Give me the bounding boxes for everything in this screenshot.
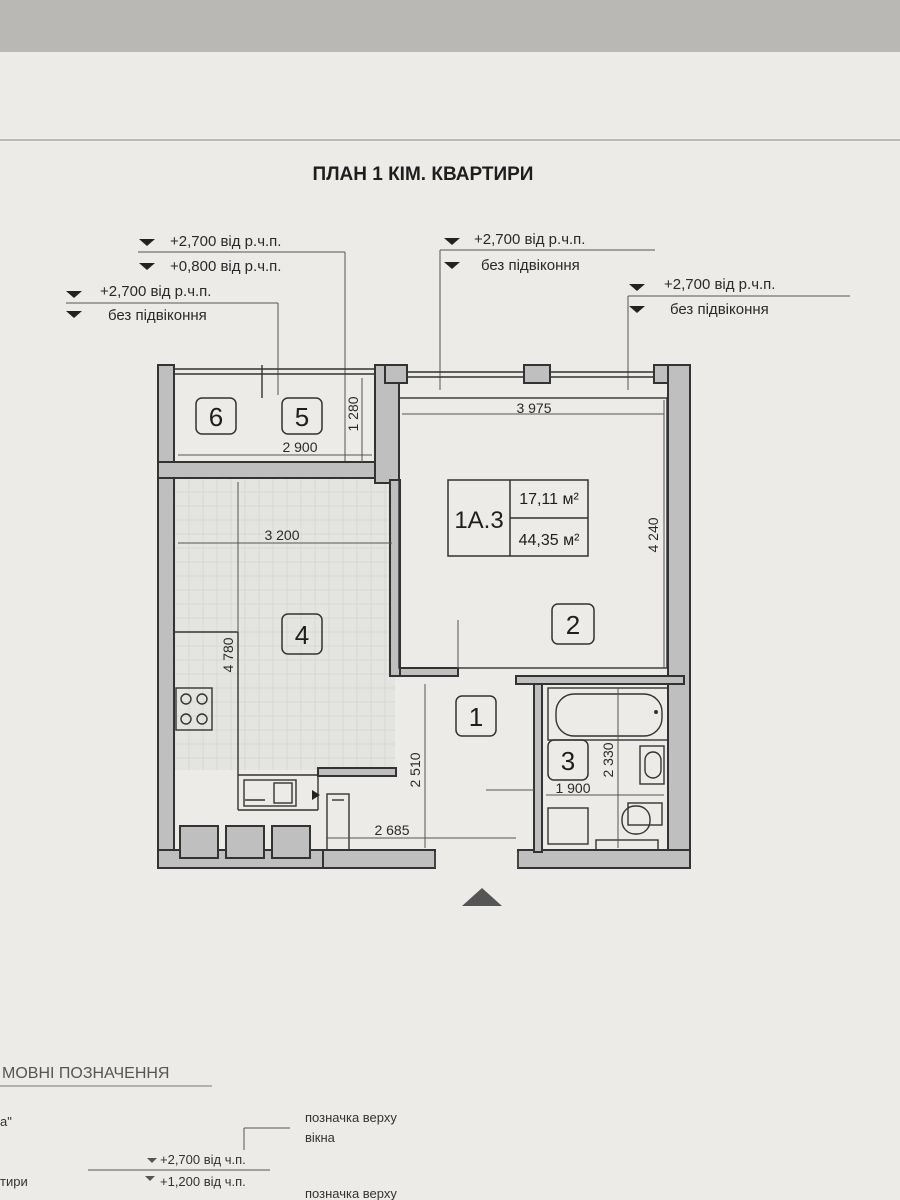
svg-text:1: 1 <box>469 702 483 732</box>
room-badge-1: 1 <box>455 695 497 737</box>
legend-heading: МОВНІ ПОЗНАЧЕННЯ <box>2 1065 169 1082</box>
windows <box>174 365 654 398</box>
annotation-balcony-window: +2,700 від р.ч.п. +0,800 від р.ч.п. <box>138 233 346 500</box>
apartment-code: 1А.3 <box>454 507 503 534</box>
annotation-3-bottom: без підвіконня <box>481 257 580 274</box>
plan-title: ПЛАН 1 КІМ. КВАРТИРИ <box>313 164 534 185</box>
plan-sheet: ПЛАН 1 КІМ. КВАРТИРИ +2,700 від р.ч.п. +… <box>0 52 900 1200</box>
dim-hall-width: 2 685 <box>374 822 409 838</box>
annotation-4-top: +2,700 від р.ч.п. <box>664 276 775 293</box>
annotation-room-window-right: +2,700 від р.ч.п. без підвіконня <box>627 276 850 390</box>
dim-hall-length: 2 510 <box>407 752 423 787</box>
svg-text:3: 3 <box>561 746 575 776</box>
legend-quote: а" <box>0 1114 12 1129</box>
dimension-lines <box>178 378 665 848</box>
legend: МОВНІ ПОЗНАЧЕННЯ а" позначка верху вікна… <box>0 1065 397 1200</box>
room-badge-5: 5 <box>281 397 323 435</box>
dim-kitchen-width: 3 200 <box>264 527 299 543</box>
legend-window-top-1: позначка верху <box>305 1110 397 1125</box>
dim-bath-width: 1 900 <box>555 780 590 796</box>
room-badge-2: 2 <box>551 603 595 645</box>
annotation-3-top: +2,700 від р.ч.п. <box>474 231 585 248</box>
entrance-arrow-icon <box>462 888 502 906</box>
annotation-room-window-left: +2,700 від р.ч.п. без підвіконня <box>439 231 655 390</box>
kitchen-radiators <box>179 825 311 859</box>
legend-value-bottom: +1,200 від ч.п. <box>160 1174 246 1189</box>
room-badge-3: 3 <box>547 739 589 781</box>
dim-balcony-depth: 1 280 <box>345 396 361 431</box>
apartment-area-box: 1А.3 17,11 м² 44,35 м² <box>447 479 589 557</box>
total-area: 44,35 м² <box>519 532 580 549</box>
dim-bath-length: 2 330 <box>600 742 616 777</box>
room-badge-6: 6 <box>195 397 237 435</box>
floor-plan-drawing: ПЛАН 1 КІМ. КВАРТИРИ +2,700 від р.ч.п. +… <box>0 139 900 1200</box>
annotation-1-top: +2,700 від р.ч.п. <box>170 233 281 250</box>
annotation-loggia-door: +2,700 від р.ч.п. без підвіконня <box>66 283 279 395</box>
room-badge-4: 4 <box>281 613 323 655</box>
annotation-4-bottom: без підвіконня <box>670 301 769 318</box>
kitchen-tiling <box>174 477 395 770</box>
dim-balcony-width: 2 900 <box>282 439 317 455</box>
utility-niche <box>312 790 350 851</box>
svg-text:4: 4 <box>295 620 309 650</box>
svg-text:6: 6 <box>209 402 223 432</box>
interior-walls <box>317 479 685 853</box>
legend-window-top-3: позначка верху <box>305 1186 397 1200</box>
exterior-walls <box>157 364 691 869</box>
annotation-2-top: +2,700 від р.ч.п. <box>100 283 211 300</box>
legend-window-top-2: вікна <box>305 1130 336 1145</box>
legend-row-label: тири <box>0 1174 28 1189</box>
svg-text:5: 5 <box>295 402 309 432</box>
svg-text:2: 2 <box>566 610 580 640</box>
room-living-outline <box>398 397 668 669</box>
dim-living-width: 3 975 <box>516 400 551 416</box>
kitchen-counter <box>174 631 319 811</box>
annotation-1-bottom: +0,800 від р.ч.п. <box>170 258 281 275</box>
bathroom-fixtures <box>547 687 669 851</box>
legend-value-top: +2,700 від ч.п. <box>160 1152 246 1167</box>
dim-kitchen-length: 4 780 <box>220 637 236 672</box>
annotation-2-bottom: без підвіконня <box>108 307 207 324</box>
dim-living-length: 4 240 <box>645 517 661 552</box>
living-area: 17,11 м² <box>519 491 579 508</box>
